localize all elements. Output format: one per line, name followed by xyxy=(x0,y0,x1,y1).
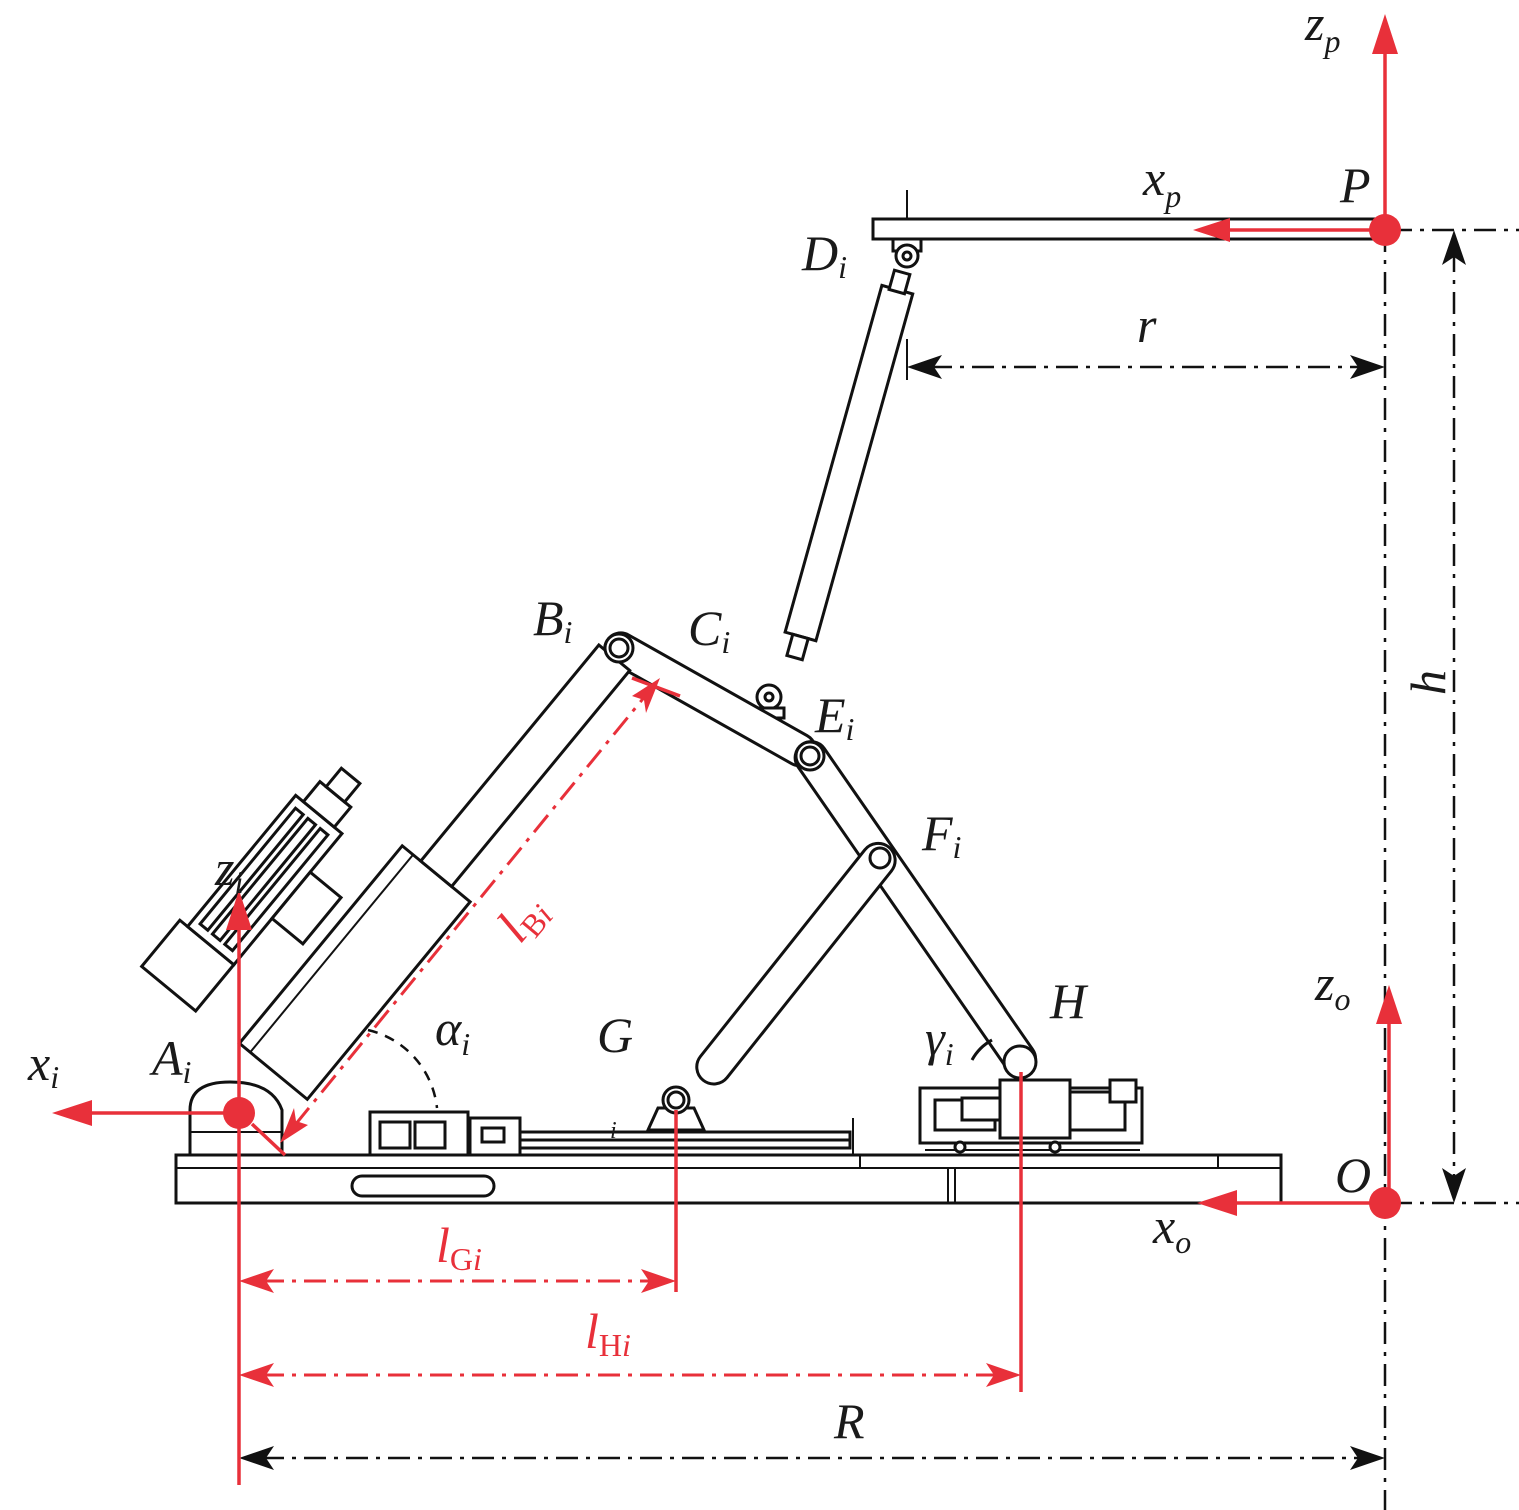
link-fg xyxy=(695,841,897,1086)
label-xp: xp xyxy=(1142,150,1181,214)
dimension-lhi xyxy=(239,1363,1021,1387)
axis-zp-head xyxy=(1372,14,1398,54)
alpha-arc xyxy=(367,1028,439,1109)
label-lgi: lGi xyxy=(436,1217,482,1277)
axis-xi-head xyxy=(52,1100,92,1126)
label-zp: zp xyxy=(1304,0,1340,59)
dimension-lgi xyxy=(239,1269,676,1293)
dimension-R: R xyxy=(239,1393,1385,1470)
label-fi: Fi xyxy=(921,805,961,865)
axis-zo-head xyxy=(1376,985,1402,1024)
label-di: Di xyxy=(801,225,847,285)
linear-actuator xyxy=(237,642,632,1102)
label-h-point: H xyxy=(1049,973,1089,1029)
label-o: O xyxy=(1335,1147,1371,1203)
label-zi: zi xyxy=(214,840,243,900)
label-h: h xyxy=(1400,670,1456,695)
slider-h xyxy=(918,1078,1144,1154)
label-ai: Ai xyxy=(149,1030,191,1090)
gamma-arc xyxy=(970,1038,993,1061)
label-g: G xyxy=(597,1007,633,1063)
slider-g: i xyxy=(368,1106,854,1157)
label-bi: Bi xyxy=(533,590,572,650)
label-lbi: lBi xyxy=(486,882,560,954)
label-xo: xo xyxy=(1152,1198,1191,1260)
slider-i-label: i xyxy=(610,1118,617,1144)
joint-e xyxy=(794,740,826,772)
strut-dc xyxy=(783,268,915,662)
joint-d xyxy=(891,237,923,269)
label-p: P xyxy=(1339,157,1371,213)
dimension-r: r xyxy=(906,297,1385,380)
label-r: r xyxy=(1137,297,1157,353)
label-lhi: lHi xyxy=(585,1303,631,1363)
label-ei: Ei xyxy=(814,687,854,747)
joint-f xyxy=(868,846,892,870)
joint-g xyxy=(661,1085,691,1115)
label-xi: xi xyxy=(27,1035,59,1095)
label-alpha: αi xyxy=(435,1000,470,1062)
axis-xp-head xyxy=(1193,218,1230,242)
label-R: R xyxy=(833,1393,865,1449)
point-a xyxy=(223,1097,255,1129)
axis-zi-head xyxy=(226,890,252,930)
point-o xyxy=(1369,1187,1401,1219)
base-plate xyxy=(174,1153,1283,1205)
label-gamma: γi xyxy=(925,1010,954,1072)
dimension-h: h xyxy=(1400,230,1466,1203)
joint-b xyxy=(603,632,635,664)
label-ci: Ci xyxy=(688,600,730,660)
point-p xyxy=(1369,214,1401,246)
label-zo: zo xyxy=(1314,955,1350,1017)
dimension-lbi xyxy=(280,676,681,1143)
axis-xo-head xyxy=(1197,1190,1237,1216)
